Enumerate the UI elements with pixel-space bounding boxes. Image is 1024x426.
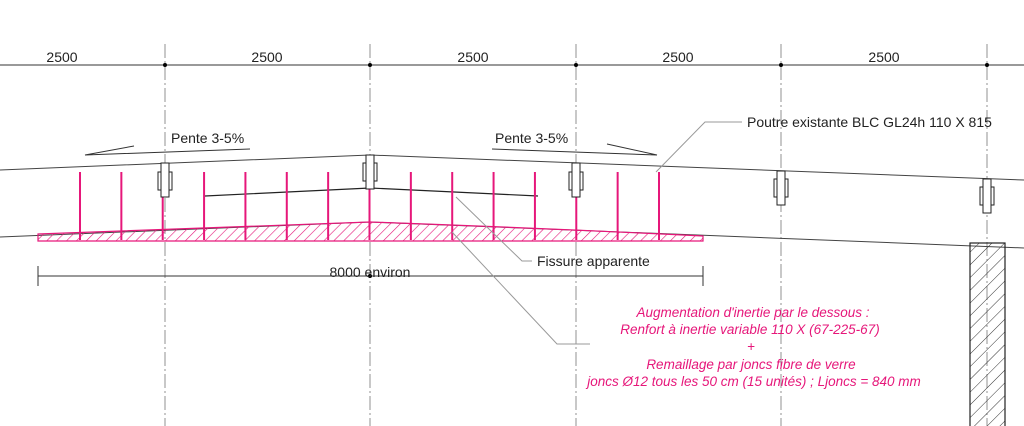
reinforcement-note: Augmentation d'inertie par le dessous : … bbox=[585, 305, 921, 389]
connector-icon bbox=[568, 162, 584, 198]
svg-text:Pente 3-5%: Pente 3-5% bbox=[495, 130, 568, 146]
svg-text:Remaillage par joncs fibre de: Remaillage par joncs fibre de verre bbox=[646, 357, 855, 372]
connector-icon bbox=[157, 162, 173, 198]
span-dim-2: 2500 bbox=[251, 49, 282, 65]
span-dim-4: 2500 bbox=[662, 49, 693, 65]
glass-fibre-rods bbox=[79, 172, 660, 240]
slope-left: Pente 3-5% bbox=[84, 130, 251, 156]
crack-label: Fissure apparente bbox=[537, 253, 650, 269]
support-column bbox=[969, 242, 1006, 426]
beam-label: Poutre existante BLC GL24h 110 X 815 bbox=[747, 114, 992, 130]
svg-text:Pente 3-5%: Pente 3-5% bbox=[171, 130, 244, 146]
span-dim-3: 2500 bbox=[457, 49, 488, 65]
svg-text:Augmentation d'inertie par le: Augmentation d'inertie par le dessous : bbox=[636, 305, 870, 320]
connector-icon bbox=[979, 178, 995, 214]
slope-right: Pente 3-5% bbox=[491, 130, 658, 156]
span-dim-1: 2500 bbox=[46, 49, 77, 65]
leaders bbox=[451, 121, 742, 345]
span-dim-5: 2500 bbox=[868, 49, 899, 65]
connector-icon bbox=[362, 154, 378, 190]
svg-text:+: + bbox=[747, 339, 755, 354]
svg-text:8000 environ: 8000 environ bbox=[330, 264, 411, 280]
connectors bbox=[157, 154, 995, 214]
svg-text:Renfort à inertie variable 110: Renfort à inertie variable 110 X (67-225… bbox=[620, 322, 879, 337]
svg-text:joncs Ø12 tous les 50 cm (15 u: joncs Ø12 tous les 50 cm (15 unités) ; L… bbox=[585, 374, 921, 389]
reinforcement-length-dimension: 8000 environ bbox=[37, 264, 704, 286]
span-dimension-line: 2500 2500 2500 2500 2500 bbox=[0, 49, 1024, 67]
connector-icon bbox=[773, 170, 789, 206]
